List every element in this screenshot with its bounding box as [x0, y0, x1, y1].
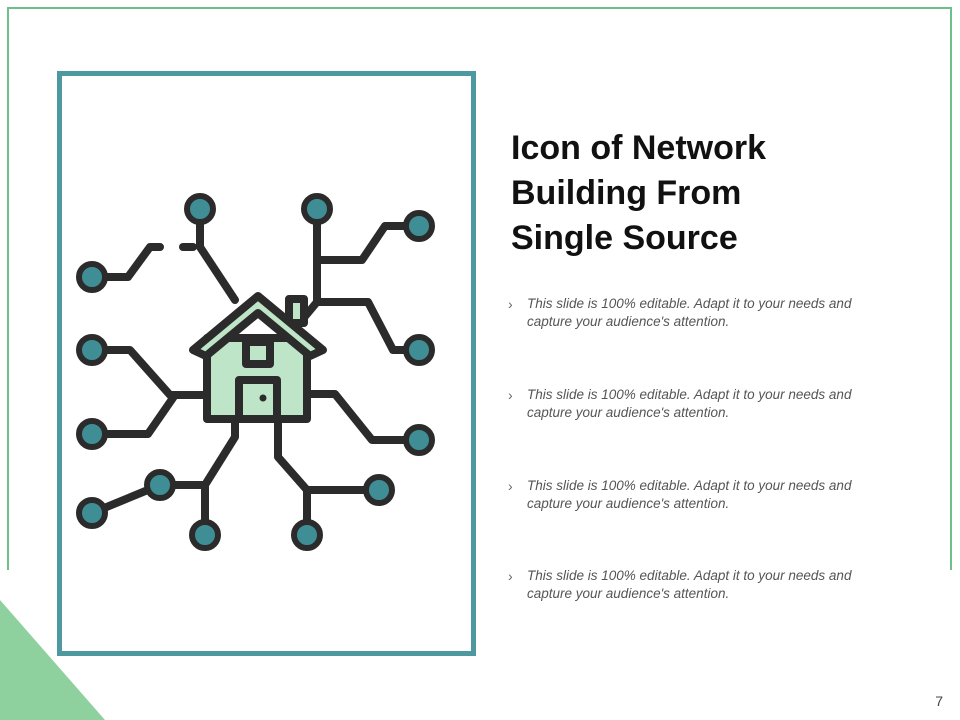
bullet-text: This slide is 100% editable. Adapt it to… — [527, 478, 852, 511]
network-node — [363, 474, 395, 506]
network-node — [291, 519, 323, 551]
bullet-text: This slide is 100% editable. Adapt it to… — [527, 296, 852, 329]
circuit-line — [313, 222, 423, 264]
network-node — [301, 193, 333, 225]
network-node — [76, 261, 108, 293]
title-line: Icon of Network — [511, 129, 767, 167]
network-node — [403, 210, 435, 242]
circuit-line — [303, 390, 423, 444]
bullet-text: This slide is 100% editable. Adapt it to… — [527, 387, 852, 420]
circuit-line — [88, 243, 164, 281]
page-number: 7 — [935, 693, 943, 709]
house-door — [235, 376, 281, 423]
circuit-line — [274, 414, 311, 539]
circuit-line — [88, 346, 211, 399]
door-knob — [259, 394, 267, 402]
circuit-line — [88, 391, 179, 438]
icon-panel — [57, 71, 476, 656]
house-window — [242, 338, 274, 368]
network-house-icon — [76, 193, 435, 551]
slide-frame — [7, 7, 952, 570]
network-node — [144, 469, 176, 501]
title-line: Building From — [511, 174, 742, 212]
title-line: Single Source — [511, 219, 738, 257]
circuit-line — [201, 414, 239, 489]
circuit-line — [313, 205, 423, 354]
network-node — [189, 519, 221, 551]
network-node — [403, 334, 435, 366]
network-node — [403, 424, 435, 456]
slide-title: Icon of Network Building From Single Sou… — [511, 126, 911, 261]
network-node — [184, 193, 216, 225]
network-node — [76, 334, 108, 366]
house-roof — [189, 292, 327, 360]
bullet-marker: › — [508, 387, 513, 403]
bullet-marker: › — [508, 568, 513, 584]
network-node — [76, 497, 108, 529]
corner-decoration — [0, 600, 105, 720]
bullet-text: This slide is 100% editable. Adapt it to… — [527, 568, 852, 601]
network-node — [76, 418, 108, 450]
bullet-marker: › — [508, 296, 513, 312]
bullet-marker: › — [508, 478, 513, 494]
